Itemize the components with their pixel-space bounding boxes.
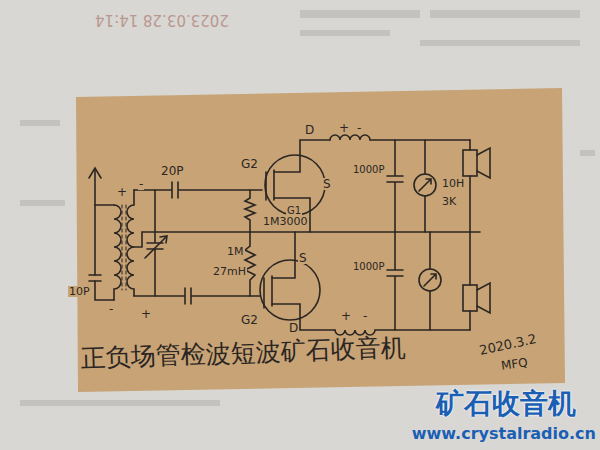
resistor-value: 1M [226,246,245,257]
pin-name: S [322,178,332,190]
pin-name: G1 [286,206,302,216]
capacitor-value: 1000P [352,165,385,175]
polarity-mark: - [138,178,144,190]
pin-name: G2 [240,314,259,326]
polarity-mark: + [116,186,128,198]
capacitor-value: 10P [68,286,91,297]
pin-name: S [298,252,308,264]
watermark: 矿石收音机 [436,390,576,418]
pin-name: D [304,124,315,136]
pin-name: D [288,322,299,334]
author-initials: MFQ [499,356,529,372]
polarity-mark: - [356,122,362,134]
capacitor-value: 20P [160,165,185,177]
polarity-mark: + [338,122,350,134]
pin-name: G2 [240,158,259,170]
polarity-mark: + [340,310,352,322]
resistor-value: 1M3000 [262,216,308,227]
capacitor-value: 1000P [352,262,385,272]
component-value: 3K [441,196,457,207]
timestamp: 2023.03.28 14:14 [95,12,229,27]
watermark-url: www.crystalradio.cn [412,426,596,442]
polarity-mark: + [140,308,152,320]
inductor-value: 27mH [212,266,247,277]
component-value: 10H [441,178,465,189]
polarity-mark: - [362,310,368,322]
polarity-mark: - [108,303,114,315]
